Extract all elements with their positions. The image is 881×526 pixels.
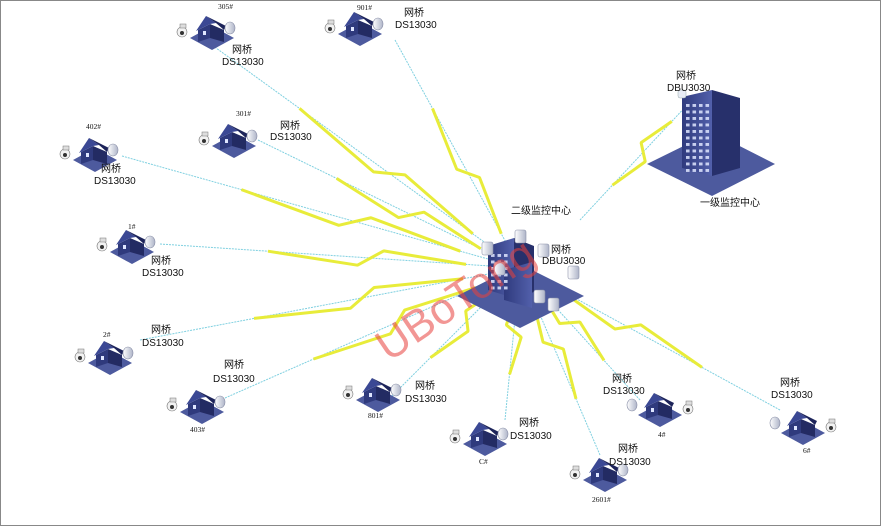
site-bridge-label: 网桥 [618, 443, 638, 455]
dish-antenna-icon [107, 143, 119, 157]
center-bridge-antenna [514, 229, 527, 244]
site-901 [324, 12, 384, 46]
site-tag: 801# [368, 411, 383, 420]
site-C [449, 422, 509, 456]
site-tag: 901# [357, 3, 372, 12]
site-bridge-label: 网桥 [612, 373, 632, 385]
dish-antenna-icon [497, 427, 509, 441]
site-bridge-model: DS13030 [142, 268, 184, 279]
site-301 [198, 124, 258, 158]
center-bridge-antenna [547, 297, 560, 312]
link-2 [139, 267, 521, 341]
link-901 [394, 39, 521, 269]
site-bridge-model: DS13030 [270, 132, 312, 143]
dish-antenna-icon [769, 416, 781, 430]
site-2 [74, 341, 134, 375]
dish-antenna-icon [122, 346, 134, 360]
site-tag: 301# [236, 109, 251, 118]
site-bridge-label: 网桥 [151, 324, 171, 336]
site-bridge-label: 网桥 [224, 359, 244, 371]
link-301 [257, 139, 521, 269]
center-bridge-label: 网桥 [551, 244, 571, 256]
bridge-device-icon [677, 89, 687, 99]
site-1 [96, 230, 156, 264]
second-level-center-building [457, 229, 584, 328]
dish-antenna-icon [626, 398, 638, 412]
site-tag: 402# [86, 122, 101, 131]
site-bridge-model: DS13030 [142, 338, 184, 349]
center-bridge-antenna [537, 243, 550, 258]
site-bridge-label: 网桥 [232, 44, 252, 56]
first-level-center-title: 一级监控中心 [700, 196, 760, 209]
site-305 [176, 16, 236, 50]
site-tag: 1# [128, 222, 136, 231]
site-bridge-model: DS13030 [609, 457, 651, 468]
site-tag: C# [479, 457, 488, 466]
site-tag: 305# [218, 2, 233, 11]
dish-antenna-icon [246, 129, 258, 143]
dish-antenna-icon [372, 17, 384, 31]
link-first-level-center [579, 103, 689, 221]
site-4 [626, 393, 694, 427]
link-305 [204, 39, 521, 269]
site-bridge-label: 网桥 [780, 377, 800, 389]
first-level-bridge-label: 网桥 [676, 70, 696, 82]
site-tag: 2601# [592, 495, 611, 504]
site-402 [59, 138, 119, 172]
second-level-center-title: 二级监控中心 [511, 204, 571, 217]
site-bridge-model: DS13030 [213, 374, 255, 385]
center-bridge-antenna [567, 265, 580, 280]
site-bridge-model: DS13030 [603, 386, 645, 397]
site-403 [166, 390, 226, 424]
site-801 [342, 378, 402, 412]
site-tag: 403# [190, 425, 205, 434]
watermark: UBoTong [367, 229, 544, 371]
site-bridge-label: 网桥 [415, 380, 435, 392]
site-2601 [569, 458, 629, 492]
first-level-center-building [647, 89, 775, 196]
site-bridge-label: 网桥 [280, 120, 300, 132]
site-tag: 2# [103, 330, 111, 339]
site-bridge-label: 网桥 [101, 163, 121, 175]
site-6 [769, 411, 837, 445]
dish-antenna-icon [224, 21, 236, 35]
link-1 [159, 243, 521, 269]
site-tag: 6# [803, 446, 811, 455]
site-bridge-model: DS13030 [222, 57, 264, 68]
site-bridge-label: 网桥 [151, 255, 171, 267]
center-bridge-antenna [493, 261, 506, 276]
site-tag: 4# [658, 430, 666, 439]
dish-antenna-icon [390, 383, 402, 397]
site-bridge-model: DS13030 [94, 176, 136, 187]
dish-antenna-icon [617, 463, 629, 477]
dish-antenna-icon [214, 395, 226, 409]
first-level-bridge-model: DBU3030 [667, 83, 711, 94]
site-bridge-model: DS13030 [510, 431, 552, 442]
site-bridge-label: 网桥 [519, 417, 539, 429]
site-bridge-model: DS13030 [405, 394, 447, 405]
center-bridge-antenna [533, 289, 546, 304]
site-bridge-model: DS13030 [395, 20, 437, 31]
center-bridge-antenna [481, 241, 494, 256]
link-402 [121, 155, 521, 269]
center-bridge-model: DBU3030 [542, 256, 586, 267]
site-bridge-label: 网桥 [404, 7, 424, 19]
site-bridge-model: DS13030 [771, 390, 813, 401]
dish-antenna-icon [144, 235, 156, 249]
